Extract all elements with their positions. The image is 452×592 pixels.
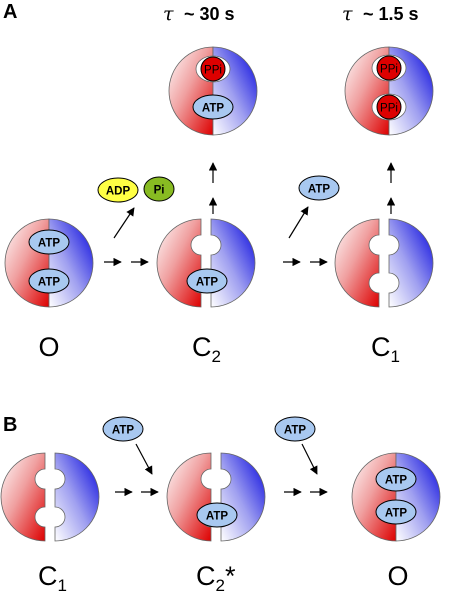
atp-molecule: ATP (196, 502, 238, 528)
red-subunit (0, 452, 46, 542)
atp-molecule-incoming: ATP (102, 416, 144, 442)
state-label-c1: C1 (371, 332, 400, 366)
protein-state-o: ATP ATP (4, 218, 94, 308)
svg-text:ATP: ATP (385, 475, 407, 487)
blue-subunit (388, 218, 434, 308)
ppi-molecule: PPi (200, 56, 226, 82)
atp-molecule-released: ATP (298, 175, 340, 201)
panel-label-b: B (3, 414, 17, 436)
state-label-c2: C2 (192, 332, 221, 366)
state-label-c1-b: C1 (38, 561, 67, 592)
panel-label-a: A (3, 1, 17, 23)
blue-subunit (210, 218, 256, 308)
svg-text:PPi: PPi (380, 103, 398, 115)
blue-subunit (395, 452, 441, 542)
tau-label-c2: τ ~ 30 s (163, 3, 235, 25)
atp-molecule: ATP (28, 268, 70, 294)
svg-text:ATP: ATP (38, 277, 60, 289)
svg-text:ADP: ADP (106, 186, 131, 198)
svg-text:ATP: ATP (284, 425, 306, 437)
ppi-molecule: PPi (376, 55, 402, 81)
svg-text:ATP: ATP (38, 238, 60, 250)
arrows-panel-a (104, 162, 396, 267)
svg-text:PPi: PPi (204, 65, 222, 77)
svg-text:ATP: ATP (196, 277, 218, 289)
protein-state-c2: ATP (156, 218, 256, 308)
red-subunit (166, 452, 212, 542)
tau-symbol: τ (163, 3, 174, 25)
svg-text:ATP: ATP (385, 508, 407, 520)
tau-value-c2: ~ 30 s (184, 4, 235, 24)
tau-label-c1: τ ~ 1.5 s (342, 3, 419, 25)
protein-state-c1-b (0, 452, 100, 542)
blue-subunit (54, 452, 100, 542)
protein-state-o-b: ATP ATP (351, 452, 441, 542)
blue-subunit (220, 452, 266, 542)
svg-text:ATP: ATP (206, 511, 228, 523)
arrows-panel-b (115, 443, 328, 497)
svg-text:PPi: PPi (380, 64, 398, 76)
protein-state-c2-ppi: PPi ATP (168, 46, 258, 136)
atp-molecule: ATP (192, 94, 234, 120)
tau-symbol: τ (342, 3, 353, 25)
svg-text:ATP: ATP (308, 184, 330, 196)
atp-molecule: ATP (375, 499, 417, 525)
svg-text:ATP: ATP (112, 425, 134, 437)
red-subunit (351, 452, 397, 542)
atp-molecule-incoming: ATP (274, 416, 316, 442)
svg-text:ATP: ATP (202, 103, 224, 115)
ppi-molecule: PPi (376, 94, 402, 120)
red-subunit (334, 218, 380, 308)
protein-state-c2-star: ATP (166, 452, 266, 542)
state-label-o-b: O (387, 561, 408, 591)
red-subunit (156, 218, 202, 308)
atp-molecule: ATP (186, 268, 228, 294)
pi-molecule: Pi (143, 176, 175, 202)
adp-molecule: ADP (97, 177, 139, 203)
tau-value-c1: ~ 1.5 s (363, 4, 419, 24)
atp-molecule: ATP (375, 466, 417, 492)
atp-molecule: ATP (28, 229, 70, 255)
protein-state-c1 (334, 218, 434, 308)
protein-state-c1-ppi: PPi PPi (344, 46, 434, 136)
state-label-c2-star: C2* (196, 561, 236, 592)
state-label-o: O (38, 332, 59, 362)
svg-text:Pi: Pi (154, 185, 165, 197)
